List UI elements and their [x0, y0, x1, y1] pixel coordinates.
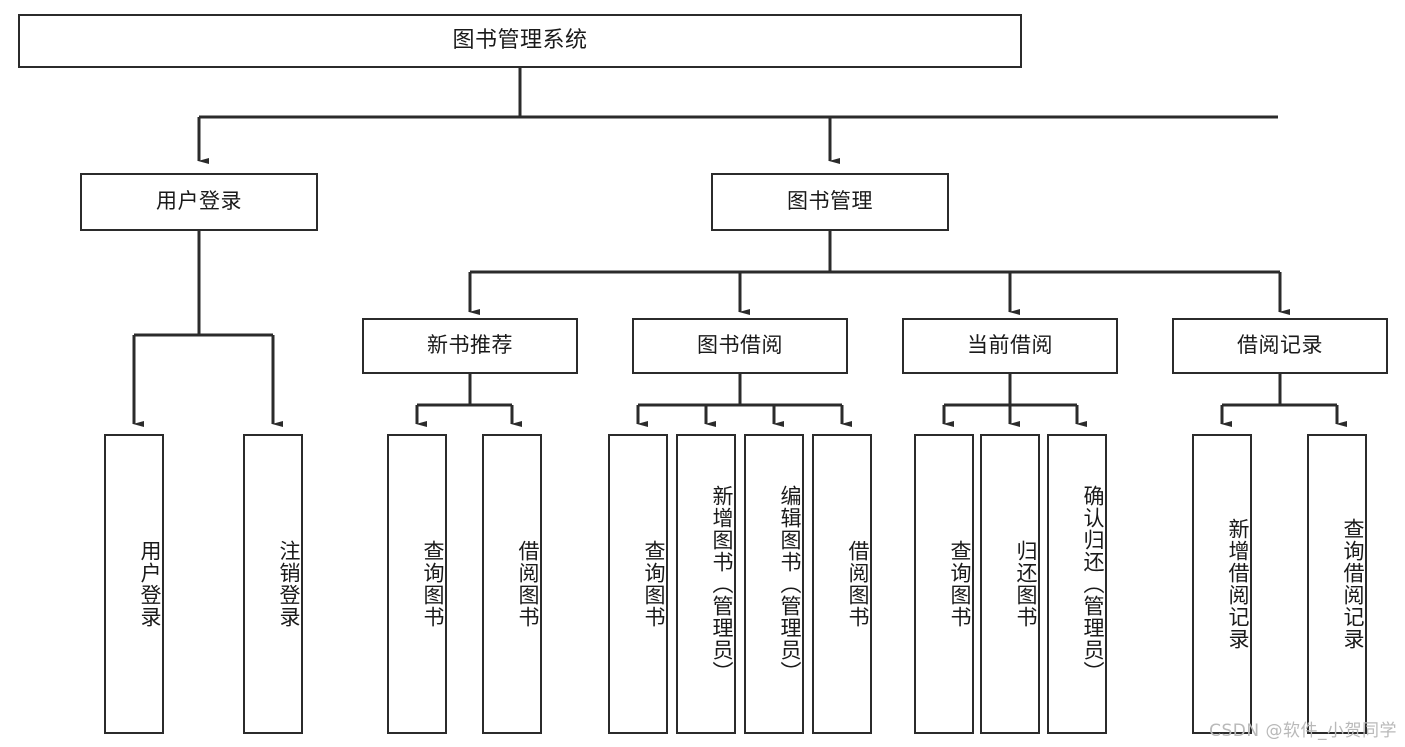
leaf-new-book-borrow[interactable]: 借阅图书 [482, 434, 542, 734]
leaf-label: 查询图书 [421, 540, 445, 628]
leaf-label: 新增图书（管理员） [710, 485, 734, 683]
node-current-borrow[interactable]: 当前借阅 [902, 318, 1118, 374]
node-new-book-recommend-label: 新书推荐 [427, 333, 513, 358]
leaf-borrow-add-book-admin[interactable]: 新增图书（管理员） [676, 434, 736, 734]
leaf-label: 编辑图书（管理员） [778, 485, 802, 683]
leaf-label: 归还图书 [1014, 540, 1038, 628]
leaf-current-return-book[interactable]: 归还图书 [980, 434, 1040, 734]
leaf-user-login-logout[interactable]: 注销登录 [243, 434, 303, 734]
leaf-borrow-borrow-book[interactable]: 借阅图书 [812, 434, 872, 734]
leaf-label: 注销登录 [277, 540, 301, 628]
leaf-record-add-record[interactable]: 新增借阅记录 [1192, 434, 1252, 734]
node-borrow-record[interactable]: 借阅记录 [1172, 318, 1388, 374]
node-book-manage-label: 图书管理 [787, 189, 873, 214]
node-new-book-recommend[interactable]: 新书推荐 [362, 318, 578, 374]
leaf-current-confirm-return-admin[interactable]: 确认归还（管理员） [1047, 434, 1107, 734]
leaf-current-query-book[interactable]: 查询图书 [914, 434, 974, 734]
node-user-login-label: 用户登录 [156, 189, 242, 214]
leaf-label: 查询图书 [948, 540, 972, 628]
leaf-label: 查询借阅记录 [1341, 518, 1365, 650]
leaf-label: 新增借阅记录 [1226, 518, 1250, 650]
leaf-borrow-query-book[interactable]: 查询图书 [608, 434, 668, 734]
leaf-label: 确认归还（管理员） [1081, 485, 1105, 683]
node-user-login[interactable]: 用户登录 [80, 173, 318, 231]
leaf-label: 用户登录 [138, 540, 162, 628]
node-root-system[interactable]: 图书管理系统 [18, 14, 1022, 68]
leaf-label: 借阅图书 [516, 540, 540, 628]
node-book-borrow-label: 图书借阅 [697, 333, 783, 358]
leaf-new-book-query[interactable]: 查询图书 [387, 434, 447, 734]
node-current-borrow-label: 当前借阅 [967, 333, 1053, 358]
csdn-watermark: CSDN @软件_小贺同学 [1209, 721, 1397, 741]
leaf-user-login-login[interactable]: 用户登录 [104, 434, 164, 734]
leaf-label: 借阅图书 [846, 540, 870, 628]
leaf-borrow-edit-book-admin[interactable]: 编辑图书（管理员） [744, 434, 804, 734]
leaf-label: 查询图书 [642, 540, 666, 628]
node-root-system-label: 图书管理系统 [452, 27, 588, 53]
node-borrow-record-label: 借阅记录 [1237, 333, 1323, 358]
node-book-manage[interactable]: 图书管理 [711, 173, 949, 231]
leaf-record-query-record[interactable]: 查询借阅记录 [1307, 434, 1367, 734]
node-book-borrow[interactable]: 图书借阅 [632, 318, 848, 374]
